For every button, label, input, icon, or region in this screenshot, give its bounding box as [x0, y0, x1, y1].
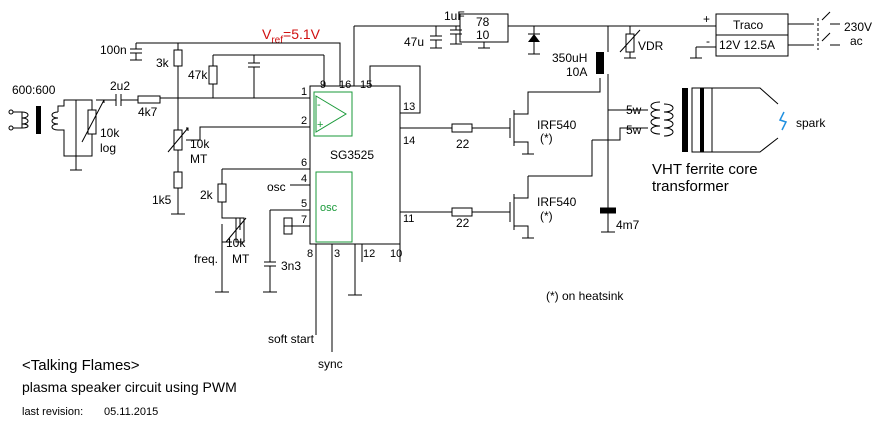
pin-9: 9 [320, 79, 326, 91]
pot-vol-type: log [100, 141, 116, 155]
title: <Talking Flames> [22, 357, 140, 374]
pot-vol-value: 10k [100, 126, 120, 140]
winding-2-label: 5w [626, 123, 642, 137]
ferrite-core [682, 88, 688, 152]
sync-label: sync [318, 357, 343, 371]
gate-resistor-22-a-label: 22 [456, 137, 470, 151]
reg-bottom: 10 [476, 28, 490, 42]
pin-5: 5 [301, 198, 307, 210]
opamp-minus: - [317, 99, 321, 111]
mosfet-2 [509, 176, 529, 234]
heatsink-note: (*) on heatsink [546, 289, 624, 303]
opamp-plus: + [317, 119, 323, 131]
pin-3: 3 [334, 248, 340, 260]
resistor-47k-label: 47k [188, 68, 208, 82]
vref-label: Vref=5.1V [262, 26, 321, 46]
mosfet-2-label: IRF540 [537, 195, 577, 209]
inductor-label: 350uH [552, 51, 587, 65]
resistor-47k [208, 65, 218, 85]
pin-6: 6 [301, 157, 307, 169]
spark-icon [778, 111, 788, 131]
vdr-label: VDR [638, 39, 664, 53]
gate-resistor-22-a [451, 123, 473, 133]
revision-label: last revision: [22, 406, 83, 418]
mosfet-2-note: (*) [540, 209, 553, 223]
spark-label: spark [796, 116, 826, 130]
pot-freq-mt: MT [232, 252, 250, 266]
pin-11: 11 [403, 213, 414, 225]
pin-16: 16 [339, 79, 351, 91]
resistor-1k5-label: 1k5 [152, 193, 172, 207]
mosfet-1 [509, 110, 529, 150]
resistor-4k7-label: 4k7 [138, 105, 158, 119]
resistor-3k-label: 3k [156, 56, 170, 70]
reg-top: 78 [476, 15, 490, 29]
resistor-4k7 [137, 95, 161, 104]
transformer-in-label: 600:600 [12, 83, 56, 97]
pin-15: 15 [360, 79, 372, 91]
mains-ac: ac [850, 34, 863, 48]
gate-resistor-22-b-label: 22 [456, 216, 470, 230]
cap-100n-label: 100n [100, 43, 127, 57]
resistor-1k5 [173, 171, 183, 189]
cap-4m7 [600, 208, 616, 213]
pin-10: 10 [390, 248, 402, 260]
inductor-current: 10A [566, 65, 587, 79]
pin-4: 4 [301, 173, 307, 185]
traco-name: Traco [733, 18, 764, 32]
resistor-2k-label: 2k [200, 188, 214, 202]
cap-2u2-label: 2u2 [110, 79, 130, 93]
resistor-3k [173, 49, 183, 67]
pot-mt1-value: 10k [190, 137, 210, 151]
input-terminal-top[interactable] [8, 109, 14, 115]
pin-14: 14 [403, 135, 415, 147]
subtitle: plasma speaker circuit using PWM [22, 379, 237, 395]
cap-3n3-label: 3n3 [281, 259, 301, 273]
traco-minus: - [706, 34, 710, 48]
gate-resistor-22-b [451, 207, 473, 217]
inductor-350uh [596, 52, 604, 74]
ic-name: SG3525 [330, 148, 374, 162]
freq-label: freq. [194, 252, 218, 266]
opamp-triangle [315, 95, 347, 133]
transformer-label-2: transformer [652, 178, 729, 195]
winding-1-label: 5w [626, 103, 642, 117]
cap-1uf-label: 1uF [444, 9, 465, 23]
soft-start-label: soft start [268, 332, 315, 346]
ic-sg3525-body [309, 85, 401, 245]
vdr [625, 33, 635, 53]
primary-winding [650, 101, 661, 135]
diode [528, 34, 540, 42]
pin-13: 13 [403, 101, 415, 113]
pin-7: 7 [301, 214, 307, 226]
traco-plus: + [703, 12, 710, 26]
resistor-2k [217, 183, 227, 203]
pin-12: 12 [363, 248, 375, 260]
osc-box-label: osc [320, 202, 338, 214]
pin-1: 1 [301, 86, 307, 98]
osc-pin-label: osc [267, 180, 286, 194]
pin-8: 8 [307, 248, 313, 260]
transformer-in-core [36, 106, 41, 134]
mosfet-1-label: IRF540 [537, 118, 577, 132]
pin-2: 2 [301, 115, 307, 127]
cap-47u-label: 47u [404, 35, 424, 49]
pot-mt1-label: MT [190, 152, 208, 166]
revision-date: 05.11.2015 [104, 406, 158, 418]
opamp-box [313, 91, 353, 137]
osc-box [315, 171, 353, 243]
mains-voltage: 230V [844, 20, 872, 34]
mosfet-1-note: (*) [540, 131, 553, 145]
cap-4m7-label: 4m7 [616, 218, 640, 232]
transformer-label-1: VHT ferrite core [652, 161, 758, 178]
traco-rating: 12V 12.5A [719, 38, 775, 52]
pot-freq-value: 10k [226, 236, 246, 250]
input-terminal-bottom[interactable] [8, 125, 14, 131]
